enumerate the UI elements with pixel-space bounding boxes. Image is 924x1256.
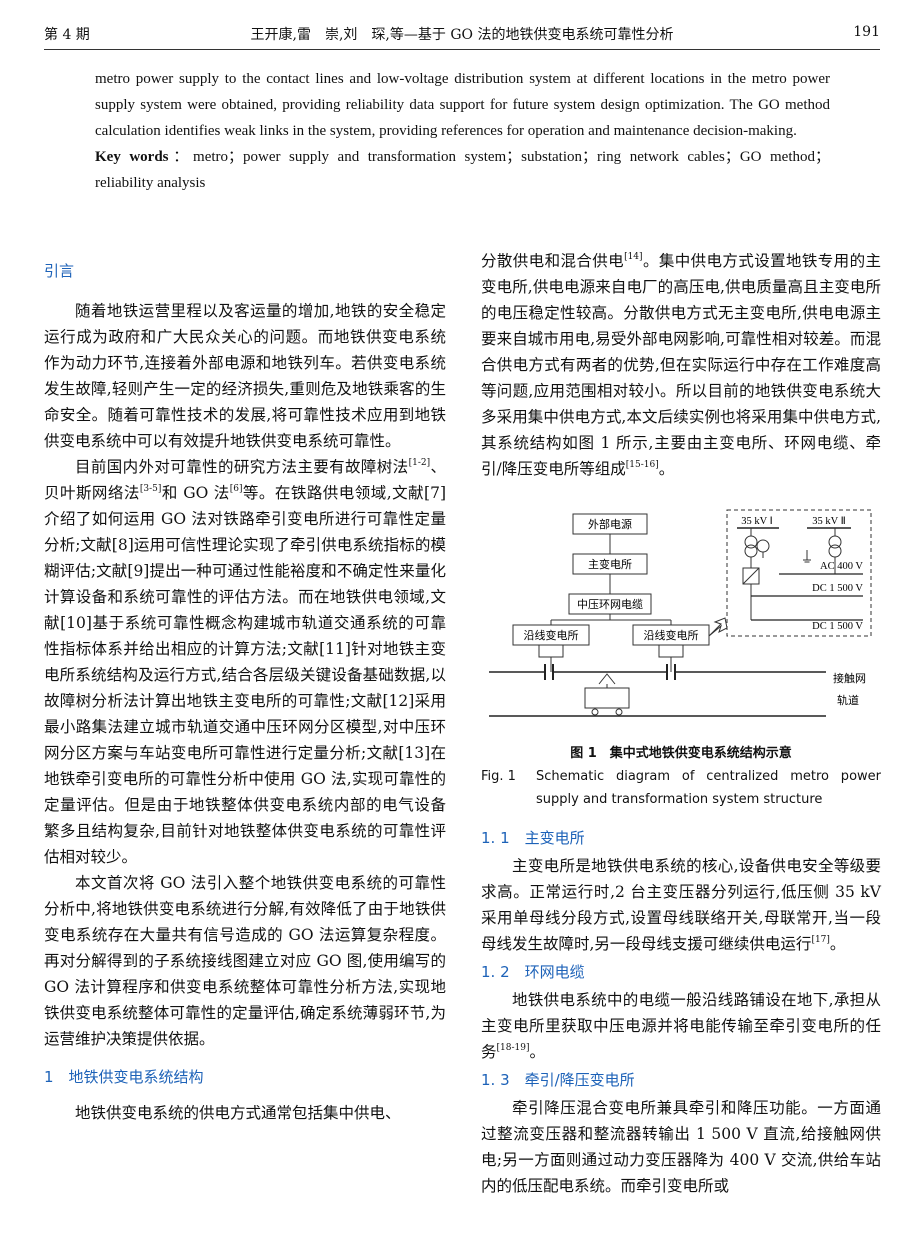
line-substation-left-label: 沿线变电所	[524, 628, 579, 642]
line-substation-right-box	[632, 624, 710, 646]
running-header: 第 4 期 王开康,雷 崇,刘 琛,等—基于 GO 法的地铁供变电系统可靠性分析…	[44, 24, 880, 46]
intro-paragraph-3: 本文首次将 GO 法引入整个地铁供变电系统的可靠性分析中,将地铁供变电系统进行分…	[44, 874, 446, 1048]
figure-caption-zh: 图 1 集中式地铁供变电系统结构示意	[570, 746, 792, 761]
citation: [6]	[229, 484, 243, 494]
figure-label: Fig. 1	[481, 769, 516, 784]
keywords-line: Key words：metro；power supply and transfo…	[95, 144, 830, 196]
english-abstract: metro power supply to the contact lines …	[95, 66, 830, 196]
system-diagram: 外部电源 主变电所 中压环网电缆 沿线变电所 沿线变电所	[489, 509, 872, 717]
ring-cable-label: 中压环网电缆	[577, 598, 643, 611]
right-column: 分散供电和混合供电[14]。集中供电方式设置地铁专用的主变电所,供电电源来自电厂…	[481, 248, 881, 1199]
dc1500-label-b: DC 1 500 V	[812, 621, 863, 632]
external-source-label: 外部电源	[588, 517, 632, 531]
text-span: 目前国内外对可靠性的研究方法主要有故障树法	[75, 458, 409, 476]
left-column: 引言 随着地铁运营里程以及客运量的增加,地铁的安全稳定运行成为政府和广大民众关心…	[44, 258, 446, 1126]
bus-35kv-1-label: 35 kV Ⅰ	[741, 516, 773, 527]
section-1-paragraph: 地铁供变电系统的供电方式通常包括集中供电、	[75, 1104, 401, 1122]
text-span: 和 GO 法	[161, 484, 230, 502]
continued-paragraph: 分散供电和混合供电[14]。集中供电方式设置地铁专用的主变电所,供电电源来自电厂…	[481, 248, 881, 482]
citation: [3-5]	[139, 484, 162, 494]
text-span: 主变电所是地铁供电系统的核心,设备供电安全等级要求高。正常运行时,2 台主变压器…	[481, 857, 881, 953]
section-1-1-paragraph: 主变电所是地铁供电系统的核心,设备供电安全等级要求高。正常运行时,2 台主变压器…	[481, 853, 881, 957]
bus-35kv-2-label: 35 kV Ⅱ	[812, 516, 846, 527]
text-span: 、贝叶斯网络法	[44, 458, 446, 502]
section-1-3-paragraph: 牵引降压混合变电所兼具牵引和降压功能。一方面通过整流变压器和整流器转输出 1 5…	[481, 1099, 881, 1195]
figure-caption-text: Schematic diagram of centralized metro p…	[536, 769, 881, 807]
section-1-heading: 1 地铁供变电系统结构	[44, 1068, 204, 1086]
section-1-2-heading: 1. 2 环网电缆	[481, 963, 585, 981]
citation: [15-16]	[625, 460, 659, 470]
section-1-2-paragraph: 地铁供电系统中的电缆一般沿线路铺设在地下,承担从主变电所里获取中压电源并将电能传…	[481, 987, 881, 1065]
section-1-1-heading: 1. 1 主变电所	[481, 829, 585, 847]
dc1500-label-a: DC 1 500 V	[812, 583, 863, 594]
train-icon	[584, 687, 630, 709]
text-span: 地铁供电系统中的电缆一般沿线路铺设在地下,承担从主变电所里获取中压电源并将电能传…	[481, 991, 881, 1061]
running-title: 王开康,雷 崇,刘 琛,等—基于 GO 法的地铁供变电系统可靠性分析	[250, 27, 674, 43]
keywords-label: Key words	[95, 149, 169, 165]
text-span: 等。在铁路供电领域,文献[7]介绍了如何运用 GO 法对铁路牵引变电所进行可靠性…	[44, 484, 446, 866]
citation: [14]	[624, 252, 643, 262]
figure-1: 外部电源 主变电所 中压环网电缆 沿线变电所 沿线变电所	[481, 502, 881, 736]
text-span: 分散供电和混合供电	[481, 252, 625, 270]
page-number: 191	[853, 24, 880, 40]
keywords-text: ：metro；power supply and transformation s…	[95, 149, 830, 191]
header-rule	[44, 49, 880, 50]
track-label: 轨道	[837, 693, 859, 707]
ac400-label: AC 400 V	[820, 561, 863, 572]
text-span: 。	[658, 460, 675, 478]
text-span: 。	[829, 935, 846, 953]
intro-paragraph-2: 目前国内外对可靠性的研究方法主要有故障树法[1-2]、贝叶斯网络法[3-5]和 …	[44, 454, 446, 870]
catenary-label: 接触网	[833, 671, 866, 685]
citation: [1-2]	[408, 458, 431, 468]
figure-caption-en: Fig. 1 Schematic diagram of centralized m…	[481, 765, 881, 811]
line-substation-left-box	[512, 624, 590, 646]
text-span: 。集中供电方式设置地铁专用的主变电所,供电电源来自电厂的高压电,供电质量高且主变…	[481, 252, 881, 478]
intro-heading: 引言	[44, 262, 75, 280]
transformer-icon	[744, 535, 758, 549]
main-substation-label: 主变电所	[588, 557, 632, 571]
issue-number: 第 4 期	[44, 27, 90, 43]
power-transformer-icon	[828, 535, 842, 549]
intro-paragraph-1: 随着地铁运营里程以及客运量的增加,地铁的安全稳定运行成为政府和广大民众关心的问题…	[44, 302, 446, 450]
text-span: 。	[529, 1043, 545, 1061]
citation: [17]	[811, 935, 830, 945]
line-substation-right-label: 沿线变电所	[644, 628, 699, 642]
abstract-body: metro power supply to the contact lines …	[95, 71, 830, 139]
citation: [18-19]	[496, 1043, 530, 1053]
callout-arrow-icon	[708, 617, 728, 637]
pantograph-icon	[598, 673, 616, 685]
section-1-3-heading: 1. 3 牵引/降压变电所	[481, 1071, 635, 1089]
